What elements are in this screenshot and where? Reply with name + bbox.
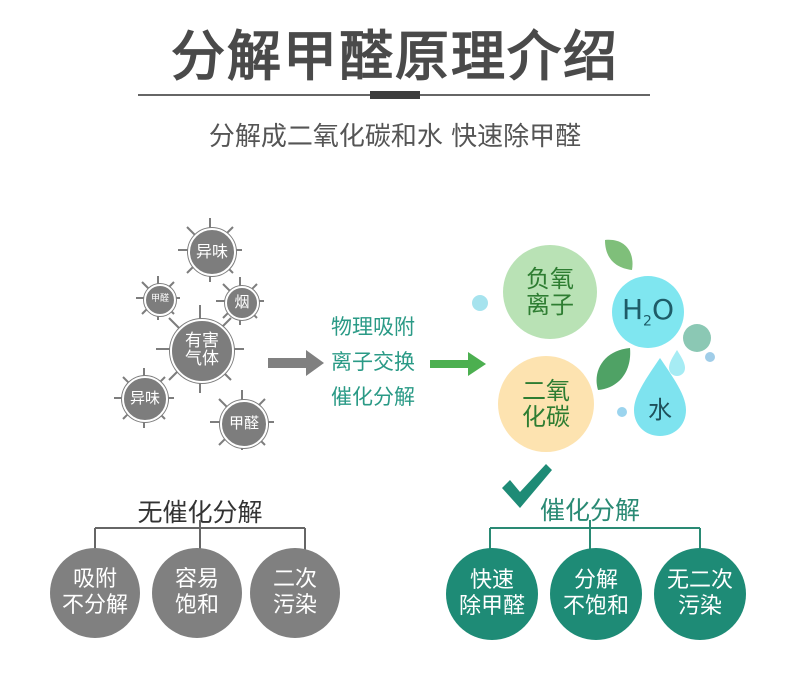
- pollutant-harmful-gas: 有害 气体: [170, 319, 234, 383]
- negative-ion-bubble: 负氧 离子: [503, 245, 597, 339]
- leaf-icon: [605, 240, 633, 270]
- process-steps: 物理吸附 离子交换 催化分解: [318, 310, 428, 415]
- title-underline-accent: [370, 91, 420, 99]
- leaf-icon: [597, 348, 631, 390]
- page-title: 分解甲醛原理介绍: [0, 12, 790, 91]
- pollutant-odor-left: 异味: [122, 376, 168, 422]
- catalysis-item-fast: 快速 除甲醛: [446, 548, 538, 640]
- no-catalysis-item-pollution: 二次 污染: [250, 548, 340, 638]
- process-step-adsorption: 物理吸附: [318, 310, 428, 345]
- catalysis-item-unsaturated: 分解 不饱和: [550, 548, 642, 640]
- page-subtitle: 分解成二氧化碳和水 快速除甲醛: [0, 116, 790, 153]
- no-catalysis-item-saturate: 容易 饱和: [152, 548, 242, 638]
- process-step-catalysis: 催化分解: [318, 380, 428, 415]
- catalysis-item-no-pollution: 无二次 污染: [654, 548, 746, 640]
- co2-bubble: 二氧 化碳: [498, 356, 594, 452]
- water-label: 水: [640, 390, 680, 425]
- h2o-bubble: H2O: [612, 276, 684, 348]
- pollutant-smoke: 烟: [225, 286, 259, 320]
- process-step-ion-exchange: 离子交换: [318, 345, 428, 380]
- pollutant-formaldehyde-small: 甲醛: [144, 284, 176, 316]
- pollutant-formaldehyde: 甲醛: [220, 400, 268, 448]
- h2o-formula: H2O: [622, 295, 674, 330]
- pollutant-odor-top: 异味: [188, 228, 236, 276]
- no-catalysis-item-adsorb: 吸附 不分解: [50, 548, 140, 638]
